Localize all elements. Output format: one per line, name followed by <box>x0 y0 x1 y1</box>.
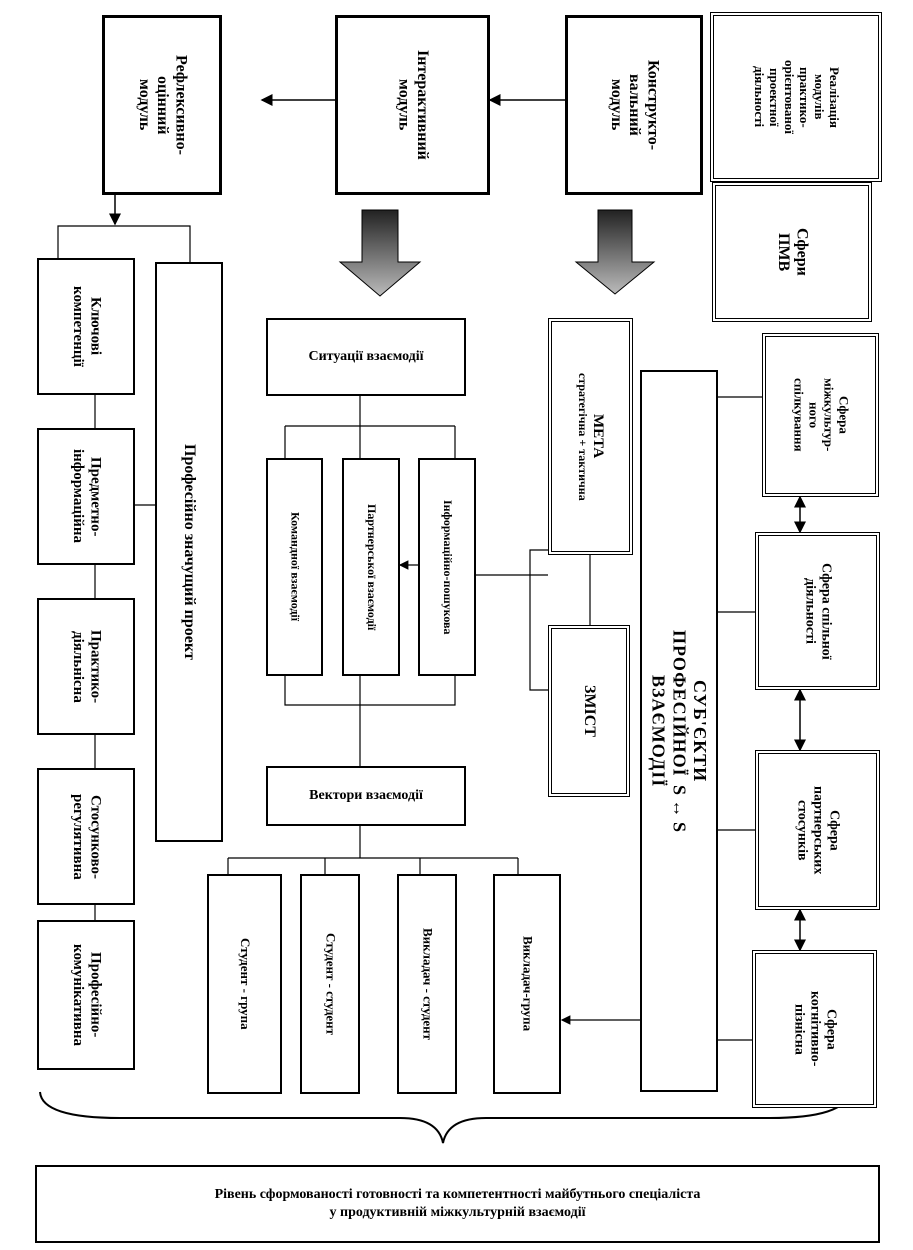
key-competences-label: Ключові компетенції <box>70 286 104 367</box>
constructive-module-box: Конструкто- вальний модуль <box>565 15 703 195</box>
vector-teacher-group-box: Викладач-група <box>493 874 561 1094</box>
relational-regulatory-box: Стосунково- регулятивна <box>37 768 135 905</box>
sphere-pmv-box: Сфери ПМВ <box>712 182 872 322</box>
reflexive-module-label: Рефлексивно- оцінний модуль <box>135 55 190 155</box>
readiness-level-box: Рівень сформованості готовності та компе… <box>35 1165 880 1243</box>
goal-box: МЕТА стратегічна + тактична <box>548 318 633 555</box>
subjects-word-3: ВЗАЄМОДІЇ <box>648 674 669 788</box>
vectors-box: Вектори взаємодії <box>266 766 466 826</box>
content-box: ЗМІСТ <box>548 625 630 797</box>
vector-student-group-label: Студент - група <box>237 938 253 1030</box>
subjects-formula: S ↔ S <box>669 784 690 832</box>
subject-informational-box: Предметно- інформаційна <box>37 428 135 565</box>
subjects-middle: ПРОФЕСІЙНОЇ S ↔ S <box>669 630 690 832</box>
vector-teacher-group-label: Викладач-група <box>520 936 536 1032</box>
vector-student-student-label: Студент - студент <box>323 932 339 1036</box>
sphere-intercultural-label: Сфера міжкультур- ного спілкування <box>791 378 852 452</box>
practical-activity-box: Практико- діяльнісна <box>37 598 135 735</box>
goal-sublabel: стратегічна + тактична <box>575 372 590 501</box>
situations-box: Ситуації взаємодії <box>266 318 466 396</box>
sphere-intercultural-box: Сфера міжкультур- ного спілкування <box>762 333 879 497</box>
subjects-word-1: СУБ'ЄКТИ <box>690 679 711 783</box>
partner-interaction-label: Партнерської взаємодії <box>364 503 379 631</box>
sphere-partner-label: Сфера партнерських стосунків <box>794 785 842 875</box>
subjects-box: СУБ'ЄКТИ ПРОФЕСІЙНОЇ S ↔ S ВЗАЄМОДІЇ <box>640 370 718 1092</box>
goal-label: МЕТА <box>590 414 607 459</box>
constructive-module-label: Конструкто- вальний модуль <box>607 59 662 151</box>
vector-student-student-box: Студент - студент <box>300 874 360 1094</box>
vector-student-group-box: Студент - група <box>207 874 282 1094</box>
key-competences-box: Ключові компетенції <box>37 258 135 395</box>
situations-label: Ситуації взаємодії <box>308 349 424 364</box>
vectors-label: Вектори взаємодії <box>309 788 423 803</box>
content-label: ЗМІСТ <box>581 685 599 737</box>
info-search-box: Інформаційно-пошукова <box>418 458 476 676</box>
professional-communicative-box: Професійно- комунікативна <box>37 920 135 1070</box>
sphere-joint-box: Сфера спільної діяльності <box>755 532 880 690</box>
realization-label: Реалізація модулів практико- орієнтовано… <box>752 60 842 134</box>
professional-project-box: Професійно значущий проект <box>155 262 223 842</box>
info-search-label: Інформаційно-пошукова <box>440 499 455 635</box>
professional-communicative-label: Професійно- комунікативна <box>70 944 104 1046</box>
readiness-level-label: Рівень сформованості готовності та компе… <box>214 1186 701 1220</box>
interactive-module-box: Інтерактивний модуль <box>335 15 490 195</box>
partner-interaction-box: Партнерської взаємодії <box>342 458 400 676</box>
goal-text: МЕТА стратегічна + тактична <box>575 373 606 501</box>
practical-activity-label: Практико- діяльнісна <box>70 629 104 704</box>
vector-teacher-student-box: Викладач - студент <box>397 874 457 1094</box>
reflexive-module-box: Рефлексивно- оцінний модуль <box>102 15 222 195</box>
realization-box: Реалізація модулів практико- орієнтовано… <box>710 12 882 182</box>
vector-teacher-student-label: Викладач - студент <box>420 927 436 1041</box>
subjects-word-2: ПРОФЕСІЙНОЇ <box>669 630 690 777</box>
subjects-text: СУБ'ЄКТИ ПРОФЕСІЙНОЇ S ↔ S ВЗАЄМОДІЇ <box>648 381 710 1081</box>
team-interaction-label: Командної взаємодії <box>288 512 303 622</box>
interactive-module-label: Інтерактивний модуль <box>395 50 431 160</box>
professional-project-label: Професійно значущий проект <box>181 444 199 660</box>
sphere-partner-box: Сфера партнерських стосунків <box>755 750 880 910</box>
sphere-joint-label: Сфера спільної діяльності <box>802 562 834 660</box>
relational-regulatory-label: Стосунково- регулятивна <box>70 793 104 880</box>
subject-informational-label: Предметно- інформаційна <box>70 449 104 544</box>
sphere-pmv-label: Сфери ПМВ <box>775 228 811 276</box>
sphere-cognitive-box: Сфера когнітивно- пізнісна <box>752 950 877 1108</box>
sphere-cognitive-label: Сфера когнітивно- пізнісна <box>791 991 839 1067</box>
team-interaction-box: Командної взаємодії <box>266 458 323 676</box>
